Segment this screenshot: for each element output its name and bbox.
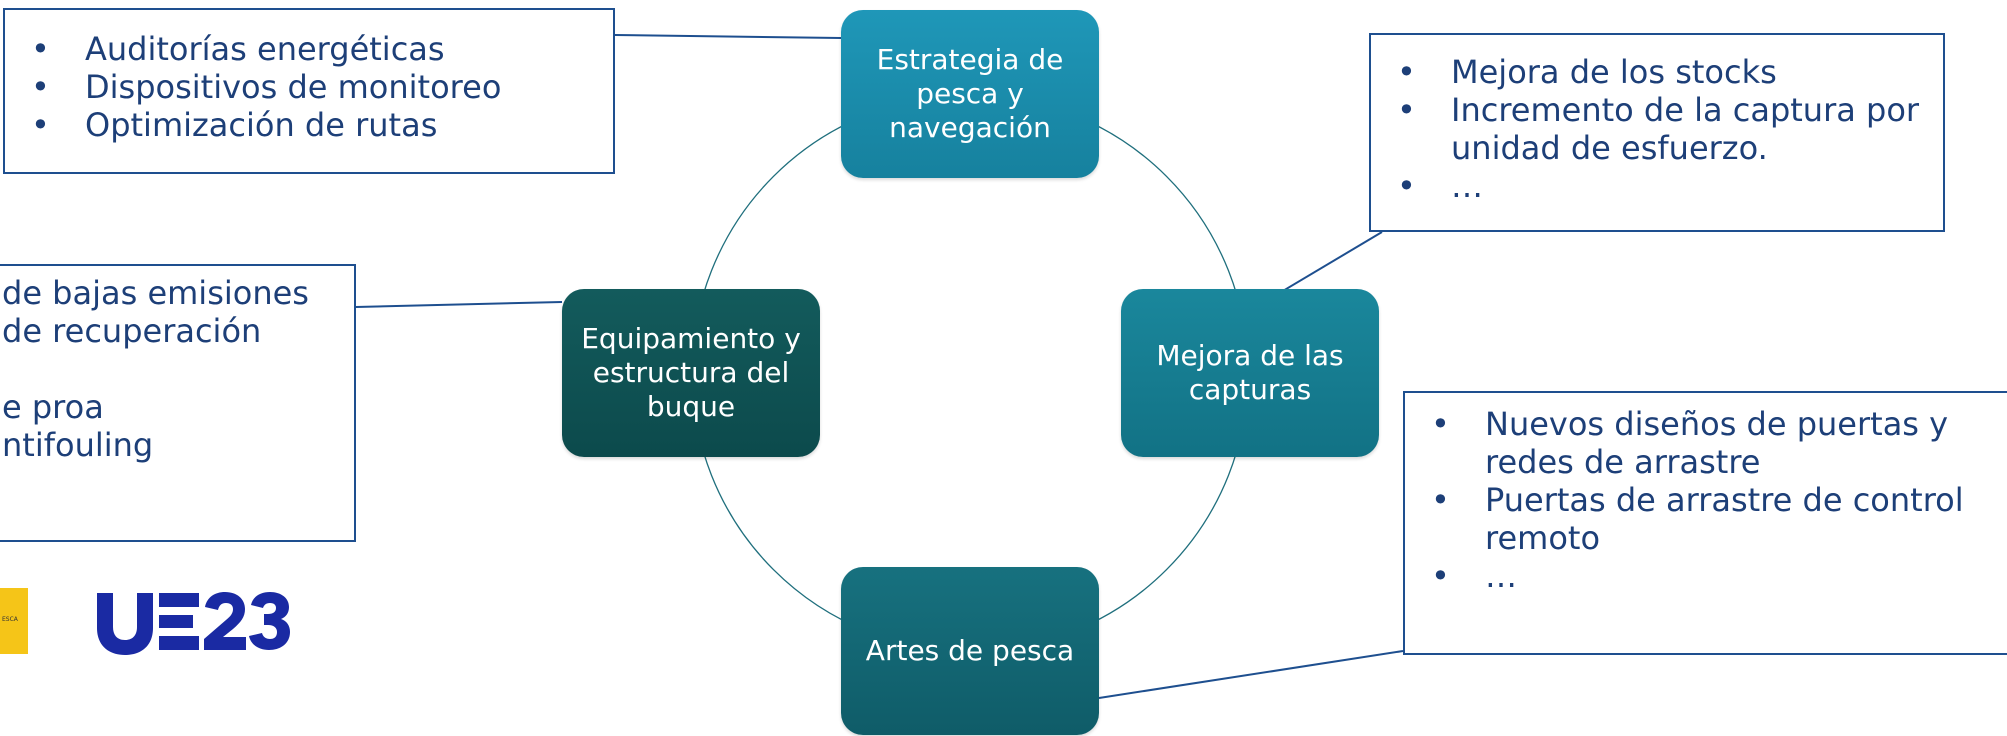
ue23-e-bar-bottom [159, 636, 199, 650]
list-item: Nuevos diseños de puertas y redes de arr… [1405, 405, 2007, 481]
callout-vessel-measures: de bajas emisiones de recuperación e pro… [0, 264, 356, 542]
ue23-logo [97, 592, 290, 655]
callout-list: Nuevos diseños de puertas y redes de arr… [1405, 405, 2007, 595]
ue23-3-glyph [249, 592, 290, 650]
node-fishing-strategy-label: Estrategia de pesca y navegación [876, 43, 1064, 144]
node-vessel-equipment: Equipamiento y estructura del buque [562, 289, 820, 457]
list-item: Dispositivos de monitoreo [5, 68, 613, 106]
ministry-logo-text: ESCA [2, 616, 18, 623]
ue23-e-bar-mid [159, 615, 193, 628]
connector-bottom-right [1098, 650, 1404, 699]
list-item: ntifouling [0, 426, 354, 464]
callout-list: Mejora de los stocks Incremento de la ca… [1371, 53, 1943, 205]
callout-list: de bajas emisiones de recuperación e pro… [0, 274, 354, 464]
list-item: … [1405, 557, 2007, 595]
list-item: Puertas de arrastre de control remoto [1405, 481, 2007, 557]
callout-catch-measures: Mejora de los stocks Incremento de la ca… [1369, 33, 1945, 232]
node-catch-improvement: Mejora de las capturas [1121, 289, 1379, 457]
list-item: … [1371, 167, 1943, 205]
list-item: de bajas emisiones [0, 274, 354, 312]
list-item: Auditorías energéticas [5, 30, 613, 68]
node-fishing-gear: Artes de pesca [841, 567, 1099, 735]
ue23-e-bar-top [159, 593, 199, 607]
list-item: Incremento de la captura por unidad de e… [1371, 91, 1943, 167]
ue23-u-glyph [97, 593, 153, 655]
list-item: de recuperación [0, 312, 354, 350]
node-vessel-equipment-label: Equipamiento y estructura del buque [581, 322, 801, 423]
connector-top-left [614, 34, 842, 39]
ministry-logo: ESCA [0, 588, 28, 654]
list-item: e proa [0, 388, 354, 426]
ue23-2-glyph [204, 592, 246, 650]
node-fishing-strategy: Estrategia de pesca y navegación [841, 10, 1099, 178]
list-item: Optimización de rutas [5, 106, 613, 144]
node-fishing-gear-label: Artes de pesca [865, 634, 1075, 667]
callout-gear-measures: Nuevos diseños de puertas y redes de arr… [1403, 391, 2007, 655]
node-catch-improvement-label: Mejora de las capturas [1156, 339, 1344, 406]
callout-list: Auditorías energéticas Dispositivos de m… [5, 30, 613, 144]
connector-left [355, 301, 563, 308]
list-item [0, 350, 354, 388]
list-item: Mejora de los stocks [1371, 53, 1943, 91]
callout-strategy-measures: Auditorías energéticas Dispositivos de m… [3, 8, 615, 174]
